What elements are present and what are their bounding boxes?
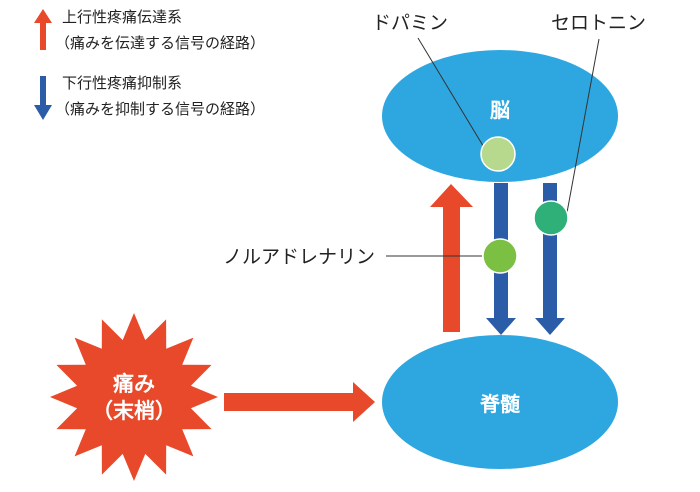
noradrenaline-label: ノルアドレナリン: [223, 246, 375, 268]
descending-pathway-arrow-right: [535, 183, 565, 335]
dopamine-label: ドパミン: [372, 12, 448, 34]
legend-ascending-title: 上行性疼痛伝達系: [62, 8, 182, 26]
legend-descending-arrow-icon: [34, 76, 52, 120]
dopamine-leader-line: [417, 37, 489, 155]
dopamine-marker: [480, 136, 516, 172]
serotonin-leader-line: [565, 38, 600, 219]
ascending-pathway-arrow: [430, 184, 473, 332]
pain-starburst-shape: [50, 313, 218, 481]
legend: 上行性疼痛伝達系 （痛みを伝達する信号の経路） 下行性疼痛抑制系 （痛みを抑制す…: [34, 8, 265, 120]
spinal-cord-label: 脊髄: [479, 392, 520, 416]
legend-descending-desc: （痛みを抑制する信号の経路）: [55, 100, 265, 118]
spinal-cord-ellipse: [382, 335, 618, 469]
pain-burst: 痛み （末梢）: [50, 313, 218, 481]
legend-descending-title: 下行性疼痛抑制系: [62, 74, 182, 92]
pain-label-line1: 痛み: [113, 372, 155, 396]
serotonin-marker: [533, 200, 569, 236]
brain-label: 脳: [489, 98, 510, 122]
noradrenaline-marker: [482, 238, 518, 274]
brain-ellipse: [382, 50, 618, 182]
pain-to-spinal-arrow: [224, 382, 375, 422]
pain-label-line2: （末梢）: [92, 399, 176, 423]
legend-ascending-arrow-icon: [34, 9, 52, 50]
legend-ascending-desc: （痛みを伝達する信号の経路）: [55, 34, 265, 52]
serotonin-label: セロトニン: [551, 12, 646, 34]
